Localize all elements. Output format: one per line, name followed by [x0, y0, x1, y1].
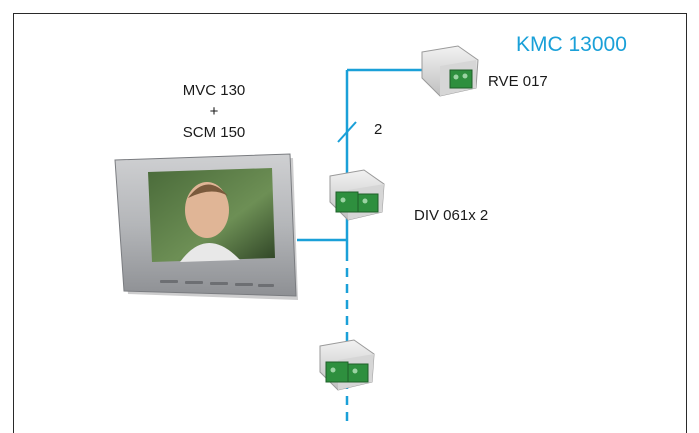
rve-label: RVE 017 — [488, 73, 548, 90]
wiring-diagram — [114, 45, 479, 423]
kit-title: KMC 13000 — [516, 33, 627, 56]
rve-device-image — [421, 45, 479, 97]
wire-count-label: 2 — [374, 121, 383, 138]
monitor-buttons — [160, 280, 274, 287]
monitor-model-label: MVC 130 — [182, 82, 246, 99]
div-label: DIV 061x 2 — [414, 207, 489, 224]
monitor-label: MVC 130 + SCM 150 — [162, 80, 266, 143]
monitor-image — [114, 153, 298, 300]
div-device-image-2 — [319, 339, 375, 391]
plus-sign: + — [209, 103, 219, 120]
bus-line — [297, 68, 434, 423]
wire-tick-mark — [337, 121, 357, 143]
div-device-image — [329, 169, 385, 221]
diagram-frame — [13, 13, 687, 433]
module-model-label: SCM 150 — [182, 124, 246, 141]
